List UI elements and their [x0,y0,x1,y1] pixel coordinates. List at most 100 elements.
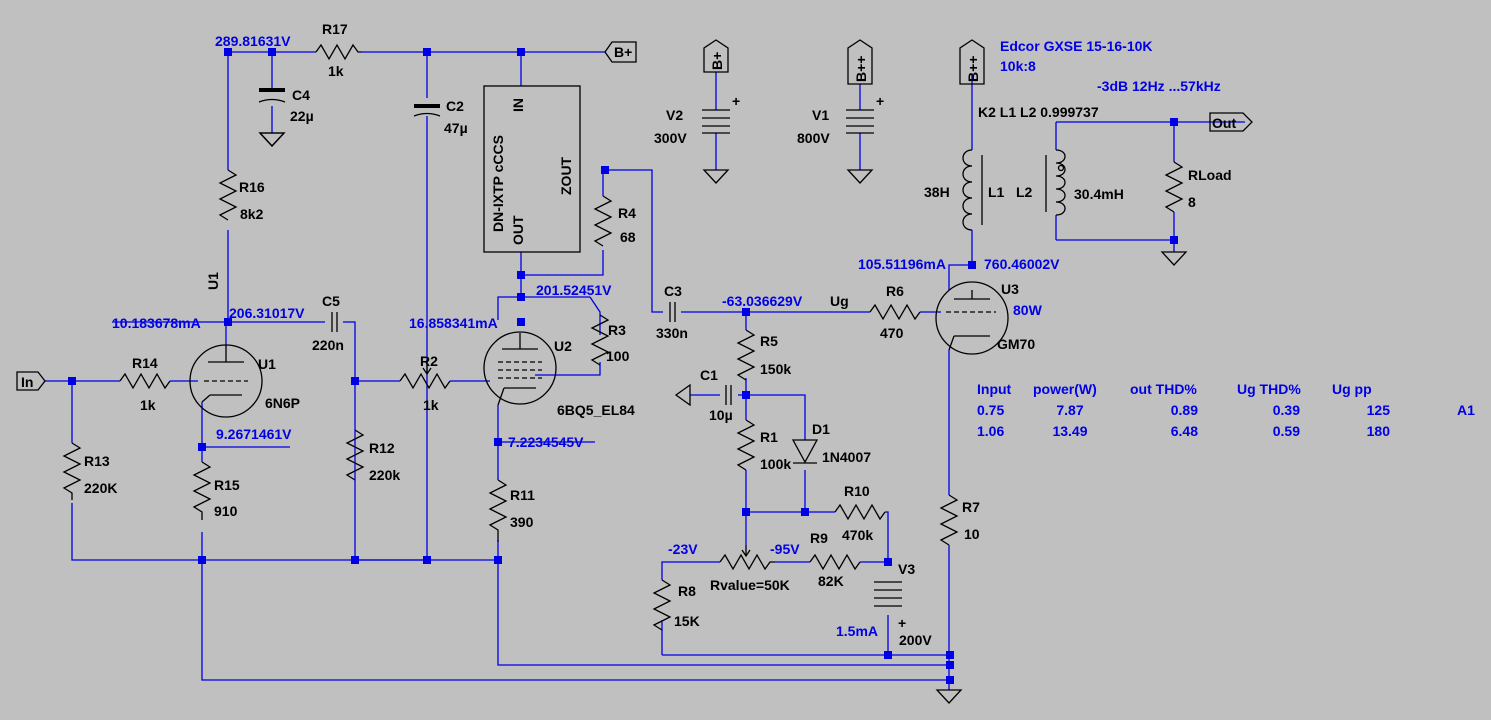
r16-label: R16 [239,179,265,195]
c3-label: C3 [664,283,682,299]
bias-pot-value: Rvalue=50K [710,577,790,593]
table-cell: 0.39 [1273,402,1300,418]
in-label: In [21,374,33,390]
junctions [68,48,1178,684]
ug-label: Ug [830,293,849,309]
l2-inductor [1045,149,1066,216]
c5-value: 220n [312,337,344,353]
bias-potentiometer [719,545,775,571]
r12-resistor [345,429,365,481]
u2-tube [483,331,557,406]
r7-label: R7 [962,499,980,515]
r14-value: 1k [140,397,156,413]
r1-label: R1 [760,429,778,445]
wires [44,51,1245,690]
r3-label: R3 [608,322,626,338]
r12-label: R12 [369,440,395,456]
u3-tube [935,281,1009,355]
r3-value: 100 [606,348,630,364]
coupling-directive: K2 L1 L2 0.999737 [978,104,1099,120]
table-cell: 0.89 [1171,402,1198,418]
l1-inductor [962,149,983,231]
l2-label: L2 [1016,184,1033,200]
r9-value: 82K [818,573,844,589]
v1-bpp-label: B++ [853,56,869,82]
c1-value: 10µ [709,407,733,423]
table-cell: 0.59 [1273,423,1300,439]
v3-plus: + [898,615,906,631]
c5-capacitor [331,312,338,332]
table-cell: 13.49 [1052,423,1087,439]
c3-capacitor [669,302,676,322]
u3-label: U3 [1001,281,1019,297]
v3-current: 1.5mA [836,623,878,639]
r16-resistor [218,169,238,221]
out-port [1209,112,1253,132]
u3-plate-voltage: 760.46002V [984,256,1060,272]
d1-value: 1N4007 [822,449,871,465]
in-port [16,371,46,391]
l1-bpp-flag [959,39,985,85]
r6-resistor [869,303,921,321]
u3-type: GM70 [997,336,1035,352]
r15-value: 910 [214,503,238,519]
table-cell: 0.75 [977,402,1004,418]
r8-resistor [652,579,672,631]
v1-battery: + [846,93,884,134]
table-header: Input [977,381,1012,397]
table-cell: 1.06 [977,423,1004,439]
r2-label: R2 [420,353,438,369]
r11-resistor [488,479,508,542]
table-cell: 6.48 [1171,423,1198,439]
r15-resistor [192,461,212,520]
u2-cathode-voltage: 7.2234545V [508,434,584,450]
c1-capacitor [725,385,732,405]
ccs-name-label: DN-IXTP cCCS [490,135,506,232]
u2-plate-voltage: 201.52451V [536,282,612,298]
d1-label: D1 [812,421,830,437]
table-cell: 7.87 [1056,402,1083,418]
ccs-zout-label: ZOUT [558,156,574,195]
r6-value: 470 [880,325,904,341]
table-header: Ug pp [1332,381,1372,397]
v2-bplus-flag [703,39,729,73]
l1-bpp-label: B++ [965,56,981,82]
r5-value: 150k [760,361,791,377]
bias-voltage-23: -23V [668,541,698,557]
r14-label: R14 [132,355,158,371]
rload-label: RLoad [1188,167,1232,183]
v2-battery: + [702,93,740,134]
bias-voltage-95: -95V [770,541,800,557]
r17-value: 1k [328,63,344,79]
u1-vertical-label: U1 [205,272,221,290]
r4-resistor [593,195,613,247]
v1-value: 800V [797,130,830,146]
r7-value: 10 [964,526,980,542]
v2-value: 300V [654,130,687,146]
l2-value: 30.4mH [1074,186,1124,202]
r6-label: R6 [886,283,904,299]
bandwidth-note: -3dB 12Hz ...57kHz [1097,78,1221,94]
r1-value: 100k [760,456,791,472]
c5-label: C5 [322,293,340,309]
r14-resistor [119,372,171,390]
u2-label: U2 [554,338,572,354]
v2-label: V2 [666,107,683,123]
r1-resistor [736,419,756,471]
rload-resistor [1164,161,1184,213]
r4-label: R4 [618,205,636,221]
svg-text:+: + [876,93,884,109]
c4-capacitor [258,88,286,103]
r13-resistor [62,442,82,500]
transformer-ratio: 10k:8 [1000,58,1036,74]
c4-label: C4 [292,87,310,103]
u2-type: 6BQ5_EL84 [557,402,635,418]
measurement-table: Input power(W) out THD% Ug THD% Ug pp 0.… [977,381,1475,439]
v3-battery [874,581,902,607]
ground-icon [258,132,286,147]
r17-label: R17 [322,21,348,37]
u1-tube [189,344,263,418]
rload-value: 8 [1188,194,1196,210]
c2-capacitor [413,104,441,117]
